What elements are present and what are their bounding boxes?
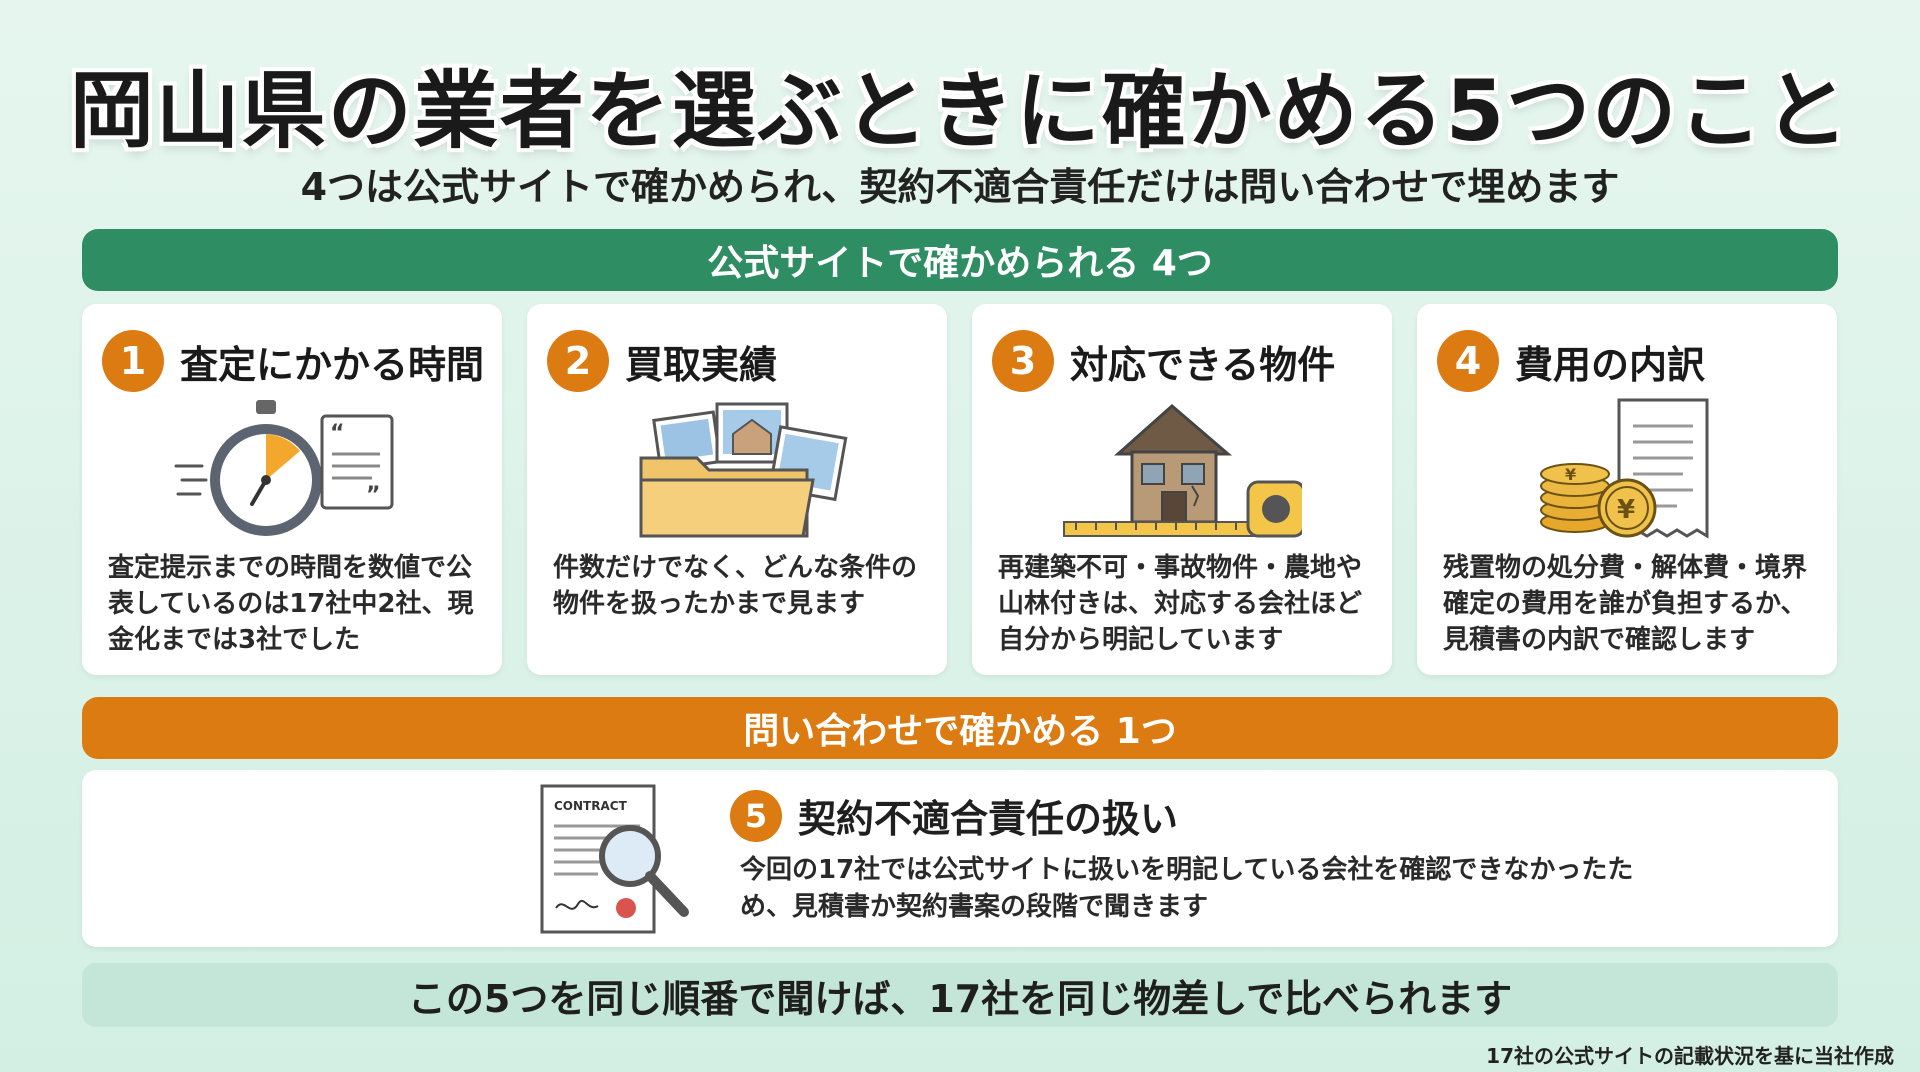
old-house-icon <box>1063 404 1302 538</box>
number-badge: 2 <box>547 330 609 392</box>
card-description: 査定提示までの時間を数値で公表しているのは17社中2社、現金化までは3社でした <box>108 553 474 655</box>
section-header-public: 公式サイトで確かめられる 4つ <box>82 229 1838 291</box>
card-cost-breakdown: 4 費用の内訳 ¥ ¥ 残置物の処分費・解体費・境界確定の費用を誰が負担するか、… <box>1417 304 1837 675</box>
card-description: 今回の17社では公式サイトに扱いを明記している会社を確認できなかったため、見積書… <box>740 855 1634 922</box>
svg-text:“: “ <box>330 421 344 446</box>
receipt-coins-icon: ¥ ¥ <box>1540 398 1709 539</box>
card-description: 件数だけでなく、どんな条件の物件を扱ったかまで見ます <box>553 553 918 619</box>
source-note: 17社の公式サイトの記載状況を基に当社作成 <box>1486 1044 1894 1068</box>
folder-photos-icon <box>639 402 848 538</box>
card-header: 4 費用の内訳 <box>1437 330 1705 392</box>
stopwatch-icon: “ ” <box>174 400 394 536</box>
card-title: 査定にかかる時間 <box>180 342 485 387</box>
card-assessment-time: 1 査定にかかる時間 “ ” 査定提示までの時間を数値で公表しているのは17社中… <box>82 304 502 675</box>
page-subtitle: 4つは公式サイトで確かめられ、契約不適合責任だけは問い合わせで埋めます <box>300 165 1620 209</box>
card-header: 5 契約不適合責任の扱い <box>730 788 1178 843</box>
svg-text:”: ” <box>366 483 380 508</box>
number-badge: 3 <box>992 330 1054 392</box>
card-purchase-record: 2 買取実績 件数だけでなく、どんな条件の物件を扱ったかまで見ます <box>527 304 947 675</box>
summary-banner: この5つを同じ順番で聞けば、17社を同じ物差しで比べられます <box>82 963 1838 1027</box>
svg-text:¥: ¥ <box>1565 465 1576 484</box>
card-title: 買取実績 <box>625 342 778 387</box>
number-badge: 4 <box>1437 330 1499 392</box>
page-title: 岡山県の業者を選ぶときに確かめる5つのこと <box>69 62 1851 160</box>
svg-text:¥: ¥ <box>1617 495 1635 525</box>
card-header: 1 査定にかかる時間 <box>102 330 484 392</box>
card-description: 再建築不可・事故物件・農地や山林付きは、対応する会社ほど自分から明記しています <box>998 553 1363 655</box>
card-title: 費用の内訳 <box>1515 342 1706 387</box>
section-header-inquiry: 問い合わせで確かめる 1つ <box>82 697 1838 759</box>
card-header: 3 対応できる物件 <box>992 330 1335 392</box>
contract-label: CONTRACT <box>554 799 628 813</box>
card-contract-liability: CONTRACT 5 契約不適合責任の扱い 今回の17社では公式サイトに扱いを明… <box>82 770 1838 947</box>
card-header: 2 買取実績 <box>547 330 777 392</box>
number-badge: 5 <box>730 789 782 842</box>
number-badge: 1 <box>102 330 164 392</box>
card-description: 残置物の処分費・解体費・境界確定の費用を誰が負担するか、見積書の内訳で確認します <box>1443 553 1808 655</box>
card-title: 対応できる物件 <box>1070 342 1336 387</box>
contract-magnifier-icon: CONTRACT <box>540 784 689 934</box>
card-supported-properties: 3 対応できる物件 再建築不可・事故物件・農地や山林付きは、対応する会社ほど自分… <box>972 304 1392 675</box>
card-title: 契約不適合責任の扱い <box>798 797 1179 841</box>
